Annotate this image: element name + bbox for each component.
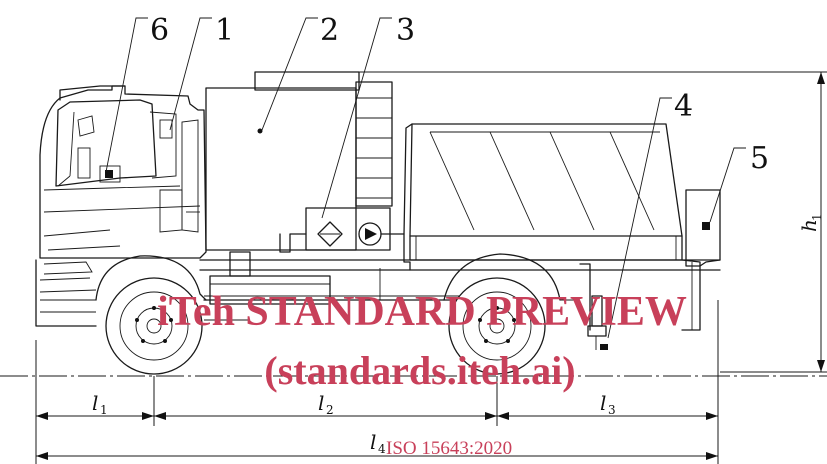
dim-l2-label: l — [318, 391, 324, 415]
dim-l1-sub: 1 — [100, 403, 108, 417]
spreader-hopper — [403, 123, 683, 261]
callout-6: 6 — [150, 13, 169, 48]
dim-h1-sub: 1 — [810, 213, 824, 221]
dimension-lines — [35, 300, 719, 464]
ladder — [355, 81, 393, 207]
watermark-site: (standards.iteh.ai) — [264, 348, 575, 393]
watermark-standard: ISO 15643:2020 — [386, 438, 512, 459]
callout-leaders — [105, 17, 746, 339]
callout-3: 3 — [396, 13, 415, 48]
callout-1: 1 — [215, 13, 234, 48]
road-sensor — [587, 295, 608, 350]
front-wheel — [105, 277, 203, 375]
callout-2: 2 — [320, 13, 339, 48]
pump-assembly — [279, 207, 411, 271]
dim-l1-label: l — [92, 391, 98, 415]
front-bumper — [35, 259, 97, 327]
watermark-title: iTeh STANDARD PREVIEW — [157, 289, 687, 335]
dim-h1-label: h — [797, 219, 821, 232]
rear-fender — [443, 253, 561, 301]
dim-l3-label: l — [600, 391, 606, 415]
dim-l4-label: l — [370, 430, 376, 454]
dim-l2-sub: 2 — [326, 403, 334, 417]
dim-l3-sub: 3 — [608, 403, 616, 417]
dimension-h1: h 1 — [720, 72, 827, 373]
rear-wheel — [448, 277, 546, 375]
cab — [39, 85, 207, 293]
water-tank — [205, 71, 827, 251]
truck-drawing — [35, 71, 827, 375]
callout-4: 4 — [674, 89, 693, 124]
front-fender — [95, 255, 207, 301]
callout-5: 5 — [750, 141, 769, 176]
dim-l4-sub: 4 — [378, 442, 386, 456]
